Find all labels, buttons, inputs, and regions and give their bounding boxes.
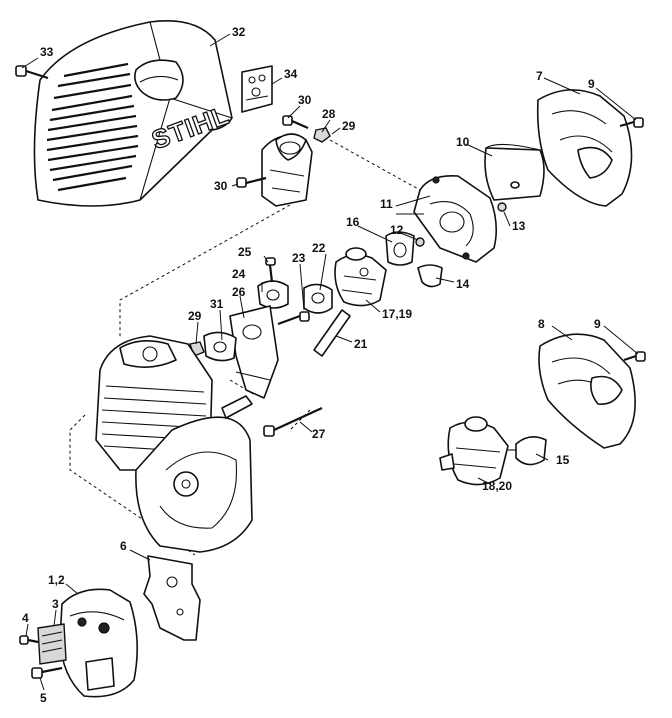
callout-6: 6: [120, 539, 127, 553]
callout-23: 23: [292, 251, 306, 265]
callout-9-lower: 9: [594, 317, 601, 331]
spark-screen-part: [37, 623, 67, 665]
screw-9-lower-part: [623, 351, 646, 362]
tube-21-part: [313, 309, 351, 357]
screw-23-part: [277, 311, 310, 326]
carburetor-17-part: [334, 247, 387, 307]
engine-block-part: [95, 335, 253, 553]
carburetor-box-part: [261, 133, 313, 207]
callout-28: 28: [322, 107, 336, 121]
callout-25: 25: [238, 245, 252, 259]
callout-21: 21: [354, 337, 368, 351]
shroud-grille: [46, 62, 139, 192]
callout-32: 32: [232, 25, 246, 39]
filter-cover-part: [536, 89, 633, 207]
callout-3: 3: [52, 597, 59, 611]
screw-9-upper-part: [619, 117, 644, 128]
filter-cover-8-part: [538, 333, 636, 449]
callout-8: 8: [538, 317, 545, 331]
callout-15: 15: [556, 453, 570, 467]
screw-30-upper-part: [282, 115, 309, 130]
screw-5-part: [31, 666, 63, 679]
callout-14: 14: [456, 277, 470, 291]
gasket-22-part: [303, 283, 333, 314]
callout-5: 5: [40, 691, 47, 705]
callout-30-upper: 30: [298, 93, 312, 107]
callout-12: 12: [390, 223, 404, 237]
screw-4-part: [19, 635, 39, 645]
heat-shield-part: [143, 555, 201, 641]
callout-4: 4: [22, 611, 29, 625]
callout-labels: 33 32 34 30 28 29 30 7 9 10 11 12 13 14 …: [22, 25, 601, 705]
callout-29-upper: 29: [342, 119, 356, 133]
air-filter-part: [484, 143, 545, 201]
callout-30-lower: 30: [214, 179, 228, 193]
callout-17-19: 17,19: [382, 307, 412, 321]
muffler-part: [59, 588, 138, 698]
manifold-26-part: [229, 305, 279, 399]
bolt-27-part: [263, 407, 323, 437]
callout-24: 24: [232, 267, 246, 281]
callout-33: 33: [40, 45, 54, 59]
callout-10: 10: [456, 135, 470, 149]
callout-34: 34: [284, 67, 298, 81]
callout-26: 26: [232, 285, 246, 299]
callout-18-20: 18,20: [482, 479, 512, 493]
gasket-31-part: [203, 331, 237, 362]
callout-13: 13: [512, 219, 526, 233]
filter-base-part: [413, 174, 498, 263]
callout-27: 27: [312, 427, 326, 441]
carburetor-18-part: [439, 416, 509, 486]
nut-28-part: [313, 127, 331, 143]
leader-lines: [21, 33, 639, 691]
shroud-cover-part: STIHL: [33, 20, 234, 207]
callout-29-lower: 29: [188, 309, 202, 323]
callout-16: 16: [346, 215, 360, 229]
label-plate-part: [241, 65, 273, 113]
screw-30-lower-part: [236, 176, 267, 188]
screw-25-part: [265, 257, 276, 283]
screw-33-part: [15, 65, 49, 80]
choke-knob-part: [417, 264, 443, 288]
callout-22: 22: [312, 241, 326, 255]
callout-11: 11: [380, 197, 393, 211]
gasket-16-part: [385, 231, 415, 266]
callout-31: 31: [210, 297, 224, 311]
choke-knob-15-part: [508, 436, 547, 466]
callout-1-2: 1,2: [48, 573, 65, 587]
nut-13-part: [497, 202, 507, 212]
callout-7: 7: [536, 69, 543, 83]
callout-9-upper: 9: [588, 77, 595, 91]
